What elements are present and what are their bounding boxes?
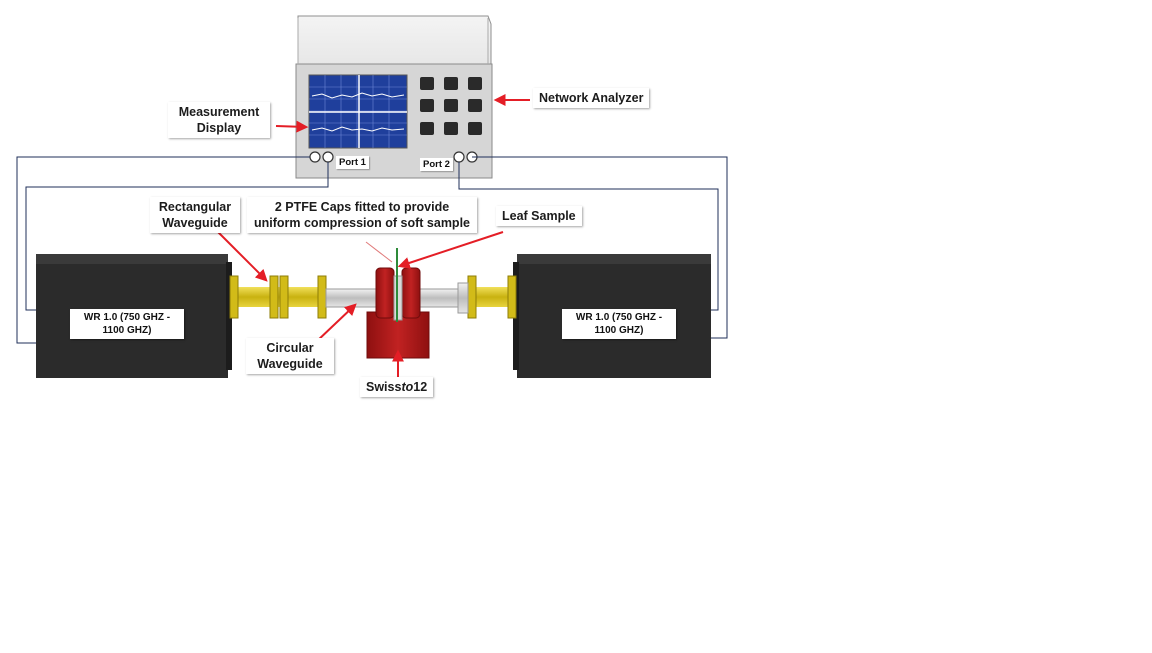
leaf-sample-label: Leaf Sample (496, 206, 582, 226)
test-cables (16, 156, 728, 344)
rectangular-waveguide-label-line2: Waveguide (162, 216, 228, 230)
rectangular-waveguide-right (466, 275, 517, 319)
ptfe-caps-label: 2 PTFE Caps fitted to provide uniform co… (247, 197, 477, 233)
left-module-label-line2: 1100 GHZ) (102, 325, 152, 336)
right-module-label-line1: WR 1.0 (750 GHZ - (575, 312, 663, 323)
sample-holder-icon (366, 248, 430, 359)
analyzer-port-connectors (309, 151, 478, 163)
rectangular-waveguide-label-line1: Rectangular (158, 200, 232, 214)
circular-waveguide-label: Circular Waveguide (246, 338, 334, 374)
circular-waveguide-label-line1: Circular (266, 341, 314, 355)
measurement-display-label: Measurement Display (168, 102, 270, 138)
right-module-label-line2: 1100 GHZ) (594, 325, 644, 336)
left-module-label-line1: WR 1.0 (750 GHZ - (83, 312, 171, 323)
swissto12-italic: to (401, 380, 414, 394)
ptfe-caps-pointer (365, 241, 393, 263)
port1-label: Port 1 (336, 156, 369, 169)
circular-waveguide-label-line2: Waveguide (257, 357, 323, 371)
left-module-label: WR 1.0 (750 GHZ - 1100 GHZ) (70, 309, 184, 339)
swissto12-label: Swissto12 (360, 377, 434, 397)
swissto12-suffix: 12 (413, 380, 428, 394)
rectangular-waveguide-label: Rectangular Waveguide (150, 197, 240, 233)
port2-label: Port 2 (420, 158, 453, 171)
circular-waveguide (325, 282, 469, 314)
measurement-display-label-line1: Measurement (178, 105, 260, 119)
rectangular-waveguide (229, 275, 327, 319)
analyzer-keypad (420, 77, 482, 135)
right-module-label: WR 1.0 (750 GHZ - 1100 GHZ) (562, 309, 676, 339)
annotation-arrows (217, 94, 530, 378)
swissto12-prefix: Swiss (366, 380, 402, 394)
network-analyzer-label: Network Analyzer (533, 88, 650, 108)
ptfe-caps-label-line1: 2 PTFE Caps fitted to provide (274, 200, 450, 214)
measurement-display-label-line2: Display (196, 121, 242, 135)
ptfe-caps-label-line2: uniform compression of soft sample (253, 216, 470, 230)
measurement-display-screen (308, 74, 408, 149)
